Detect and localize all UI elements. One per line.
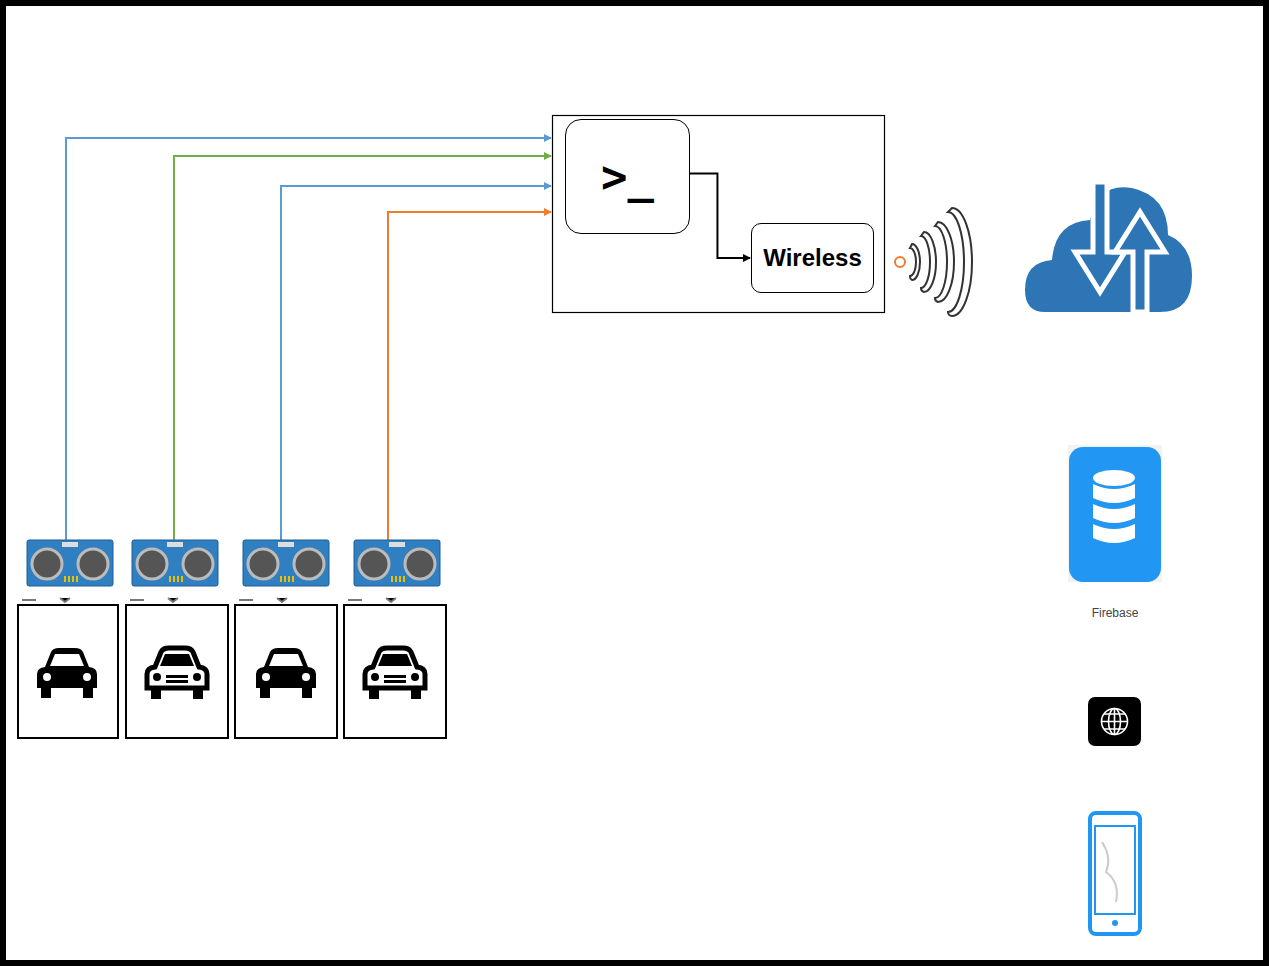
terminal-box: >_: [565, 119, 690, 234]
box-text: Wireless: [763, 244, 862, 272]
wireless-box: Wireless: [751, 223, 874, 293]
connector-arrow: [690, 174, 750, 259]
icon-caption: Firebase: [1092, 606, 1139, 620]
box-text: >_: [601, 151, 654, 202]
